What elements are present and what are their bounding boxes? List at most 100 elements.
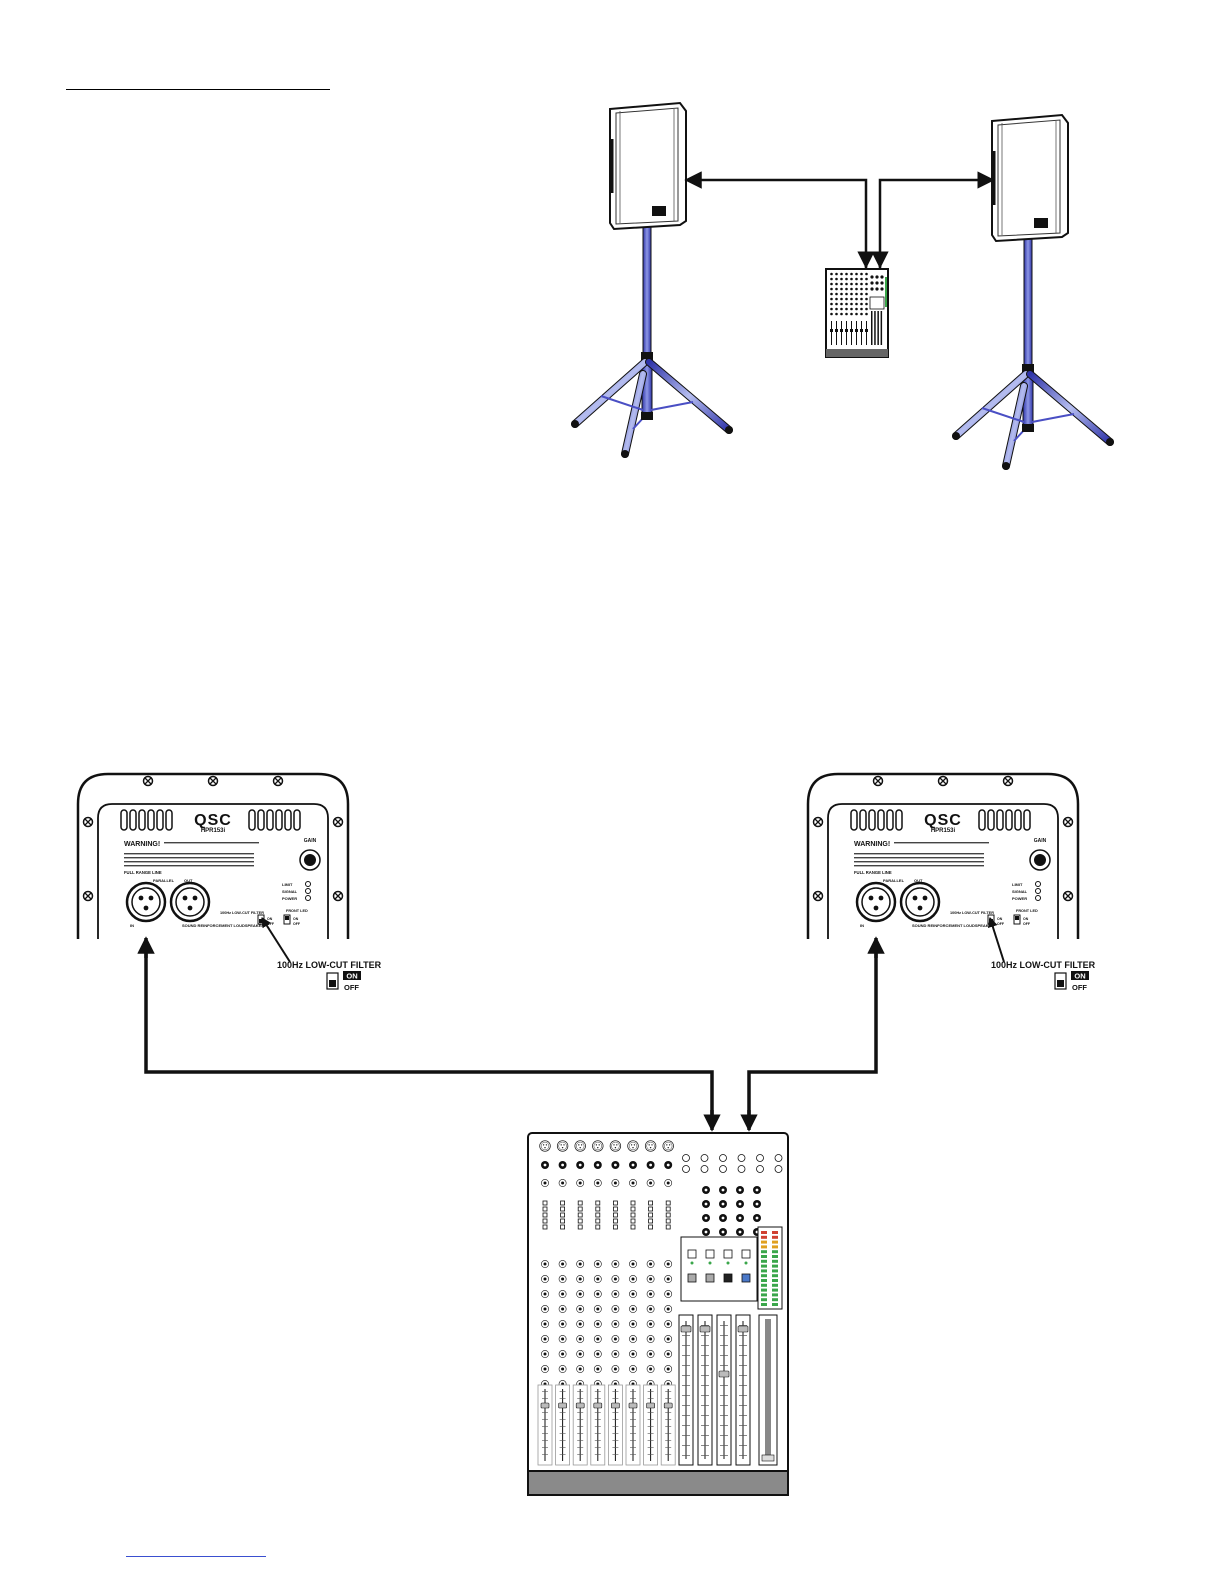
knob-icon (629, 1290, 637, 1298)
jack-icon (611, 1161, 620, 1169)
mixer-illustration (527, 1132, 789, 1496)
screw-icon (1062, 890, 1074, 902)
knob-icon (593, 1290, 602, 1298)
knob-icon (558, 1275, 567, 1283)
knob-icon (611, 1305, 620, 1313)
knob-icon (541, 1365, 549, 1373)
screw-icon (82, 816, 94, 828)
knob-icon (541, 1320, 549, 1328)
model-label: HPR153i (201, 828, 226, 834)
model-label: HPR153i (931, 828, 956, 834)
lowcut-callout-title: 100Hz LOW-CUT FILTER (277, 960, 382, 970)
knob-icon (646, 1290, 655, 1298)
knob-icon (646, 1365, 655, 1373)
knob-icon (593, 1350, 602, 1358)
knob-icon (646, 1260, 655, 1268)
xlr-connector-icon (539, 1140, 551, 1152)
knob-icon (664, 1305, 673, 1313)
gain-label: GAIN (1034, 838, 1047, 844)
knob-icon (664, 1365, 673, 1373)
jack-icon (593, 1161, 602, 1169)
jack-icon (664, 1161, 673, 1169)
brand-logo: QSC (194, 812, 232, 829)
out-label: OUT (184, 878, 193, 883)
knob-icon (702, 1228, 710, 1236)
screw-icon (272, 775, 284, 787)
svg-text:OFF: OFF (997, 922, 1005, 926)
screw-icon (142, 775, 154, 787)
knob-icon (646, 1320, 655, 1328)
knob-icon (736, 1228, 744, 1236)
jack-icon (576, 1161, 585, 1169)
knob-icon (664, 1260, 673, 1268)
knob-icon (558, 1320, 567, 1328)
knob-icon (541, 1260, 549, 1268)
knob-icon (629, 1275, 637, 1283)
knob-icon (629, 1305, 637, 1313)
xlr-connector-icon (644, 1140, 657, 1152)
gain-label: GAIN (304, 838, 317, 844)
indicator-led (305, 881, 311, 887)
cable-left (137, 936, 721, 1132)
knob-icon (646, 1275, 655, 1283)
knob-icon (753, 1186, 761, 1194)
parallel-label: PARALLEL (883, 878, 905, 883)
knob-icon (664, 1350, 673, 1358)
lowcut-off-label: OFF (344, 983, 359, 992)
knob-icon (629, 1320, 637, 1328)
xlr-connector-icon (662, 1140, 674, 1152)
panel-footer-text: SOUND REINFORCEMENT LOUDSPEAKER (912, 923, 994, 928)
knob-icon (702, 1200, 710, 1208)
knob-icon (611, 1350, 620, 1358)
screw-icon (812, 816, 824, 828)
knob-icon (664, 1320, 673, 1328)
knob-icon (576, 1275, 585, 1283)
indicator-label: POWER (1012, 896, 1027, 901)
knob-icon (541, 1275, 549, 1283)
svg-text:OFF: OFF (1023, 922, 1031, 926)
indicator-led (305, 888, 311, 894)
knob-icon (611, 1335, 620, 1343)
screw-icon (82, 890, 94, 902)
xlr-connector-icon (574, 1140, 586, 1152)
cable-right (740, 936, 885, 1132)
knob-icon (593, 1335, 602, 1343)
knob-icon (719, 1214, 727, 1222)
screw-icon (332, 890, 344, 902)
out-label: OUT (914, 878, 923, 883)
knob-icon (664, 1335, 673, 1343)
knob-icon (629, 1350, 637, 1358)
knob-icon (719, 1186, 727, 1194)
knob-icon (558, 1350, 567, 1358)
knob-icon (593, 1179, 602, 1187)
knob-icon (646, 1305, 655, 1313)
knob-icon (611, 1290, 620, 1298)
knob-icon (558, 1305, 567, 1313)
svg-text:OFF: OFF (267, 922, 275, 926)
indicator-label: SIGNAL (1012, 889, 1028, 894)
knob-icon (576, 1305, 585, 1313)
knob-icon (719, 1200, 727, 1208)
indicator-led (1035, 888, 1041, 894)
xlr-connector-icon (627, 1140, 639, 1152)
tripod-stand-icon (571, 224, 733, 458)
knob-icon (736, 1200, 744, 1208)
screw-icon (872, 775, 884, 787)
xlr-connector-icon (609, 1140, 622, 1152)
in-label: IN (860, 923, 864, 928)
top-system-illustration (571, 101, 1114, 470)
knob-icon (702, 1186, 710, 1194)
lowcut-off-label: OFF (1072, 983, 1087, 992)
warning-title: WARNING! (124, 841, 160, 848)
knob-icon (593, 1365, 602, 1373)
knob-icon (611, 1365, 620, 1373)
indicator-label: SIGNAL (282, 889, 298, 894)
indicator-led (1035, 881, 1041, 887)
xlr-connector-icon (556, 1140, 569, 1152)
knob-icon (646, 1350, 655, 1358)
knob-icon (611, 1179, 620, 1187)
knob-icon (664, 1179, 673, 1187)
knob-icon (753, 1200, 761, 1208)
